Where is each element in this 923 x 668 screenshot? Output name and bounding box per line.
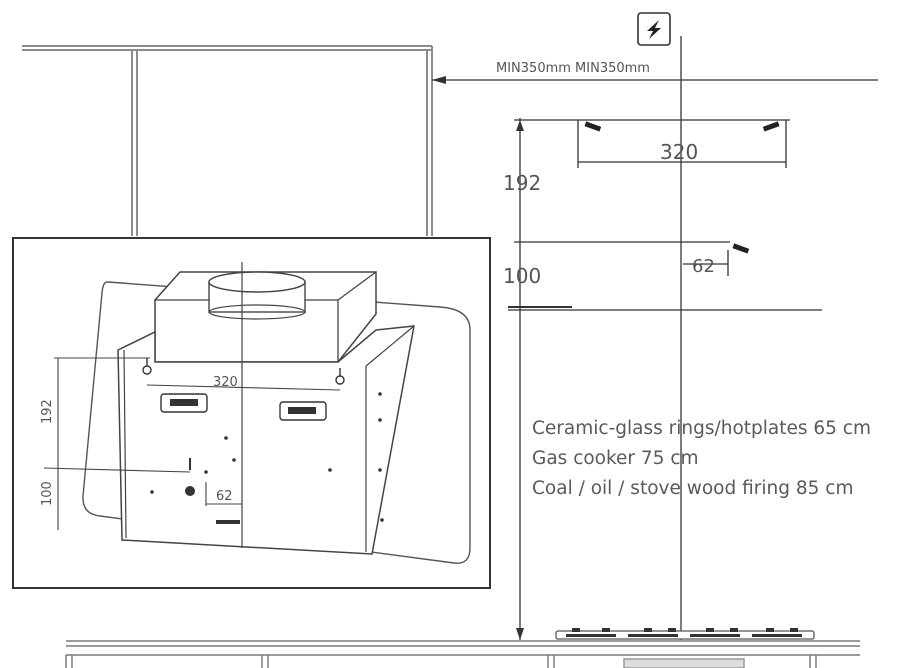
worktop (65, 640, 860, 668)
installation-heights-list: Ceramic-glass rings/hotplates 65 cm Gas … (532, 414, 922, 504)
inset-dim-320-label: 320 (213, 375, 238, 390)
height-coal-oil-wood: Coal / oil / stove wood firing 85 cm (532, 478, 854, 499)
inset-dim-100-label: 100 (40, 481, 55, 506)
dim-320-marker (577, 120, 787, 168)
dim-100-label: 100 (503, 264, 541, 288)
inset-dim-62-label: 62 (216, 489, 233, 504)
height-ceramic-glass: Ceramic-glass rings/hotplates 65 cm (532, 418, 871, 439)
wall-cabinet (22, 45, 433, 236)
dim-320-label: 320 (660, 140, 698, 164)
dim-62-label: 62 (692, 256, 715, 277)
min-clearance-arrow (432, 76, 878, 84)
dim-192-label: 192 (503, 171, 541, 195)
dim-62-marker (683, 250, 729, 276)
hood-inset: 320 192 100 62 (12, 237, 491, 589)
vertical-dimension-line (508, 118, 822, 640)
inset-dim-192-label: 192 (40, 399, 55, 424)
power-socket-icon (637, 12, 671, 46)
gas-burner-icon (555, 628, 815, 640)
height-gas-cooker: Gas cooker 75 cm (532, 448, 699, 469)
min-clearance-label: MIN350mm MIN350mm (496, 61, 650, 76)
mounting-screw-icon (584, 121, 780, 254)
